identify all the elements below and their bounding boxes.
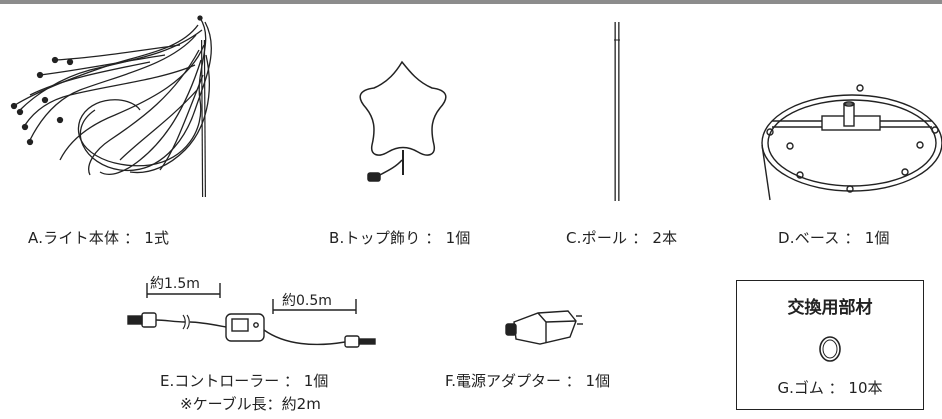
rubber-band-icon (819, 336, 841, 362)
pole-icon (614, 22, 620, 201)
item-a-caption: A.ライト本体 ： 1式 (28, 229, 170, 247)
item-d-caption: D.ベース ： 1個 (778, 229, 890, 247)
item-e-note: ※ケーブル長：約2m (180, 395, 321, 413)
top-rule (0, 0, 942, 4)
base-ring-icon (761, 84, 942, 201)
cable-length-right: 約0.5m (282, 293, 332, 309)
light-body-icon (10, 15, 212, 198)
cable-length-left: 約1.5m (150, 276, 200, 292)
item-e-caption: E.コントローラー ： 1個 (160, 372, 329, 390)
item-b-caption: B.トップ飾り ： 1個 (329, 229, 471, 247)
controller-icon (127, 283, 376, 348)
spare-parts-title: 交換用部材 (787, 298, 873, 318)
top-star-icon (359, 60, 447, 182)
item-c-caption: C.ポール ： 2本 (566, 229, 678, 247)
spare-parts-box: 交換用部材 G.ゴム ： 10本 (736, 280, 924, 410)
power-adapter-icon (505, 310, 583, 345)
spare-parts-caption: G.ゴム ： 10本 (777, 379, 883, 397)
item-f-caption: F.電源アダプター ： 1個 (445, 372, 611, 390)
